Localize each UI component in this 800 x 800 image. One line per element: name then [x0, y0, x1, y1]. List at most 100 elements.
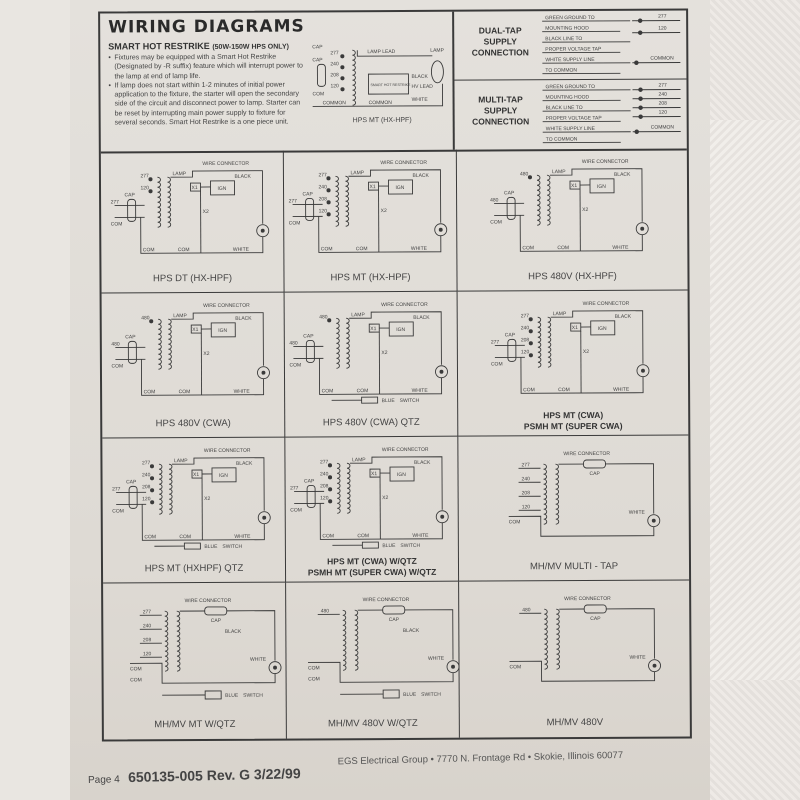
capacitor-icon: [306, 484, 316, 508]
tap-label: 208: [143, 637, 152, 643]
secondary-coil-icon: [556, 608, 560, 670]
tap-terminal: [326, 200, 331, 205]
instruction-line: BLACK LINE TO: [545, 36, 582, 42]
terminal-dot: [638, 87, 643, 92]
instruction-line: GREEN GROUND TO: [545, 84, 595, 90]
com-label: COM: [289, 220, 301, 226]
capacitor-icon: [127, 340, 137, 364]
transformer-coil-icon: [157, 176, 162, 228]
x1-label: X1: [571, 183, 577, 189]
title-line: DUAL-TAP: [478, 25, 522, 36]
secondary-coil-icon: [346, 317, 350, 369]
com-label: COM: [178, 247, 190, 253]
caption-line: HPS MT (CWA) W/QTZ: [327, 555, 417, 567]
wire: [141, 504, 265, 541]
wire: [226, 610, 276, 661]
black-wire-label: BLACK: [411, 74, 428, 80]
wire-connector-label: WIRE CONNECTOR: [203, 303, 250, 309]
tap-label: 120: [659, 110, 668, 116]
x1-label: X1: [370, 326, 376, 332]
terminal-dot: [638, 96, 643, 101]
tap-label: 277: [111, 199, 120, 205]
wire-connector-label: WIRE CONNECTOR: [382, 447, 429, 453]
com-label: COM: [144, 534, 156, 540]
wiring-diagram-frame: WIRING DIAGRAMS SMART HOT RESTRIKE (50W-…: [98, 8, 692, 742]
cap-label: CAP: [303, 191, 314, 197]
lamp-lead-label: LAMP LEAD: [367, 49, 395, 55]
com-label: COM: [356, 246, 368, 252]
black-wire-label: BLACK: [234, 174, 251, 180]
x1-label: X1: [192, 327, 198, 333]
white-wire-label: WHITE: [629, 510, 646, 516]
ignitor-label: IGN: [396, 327, 405, 333]
lamp-filament-icon: [439, 369, 444, 374]
ignitor-label: IGN: [597, 184, 606, 190]
capacitor-icon: [507, 338, 517, 362]
ignitor-box: [211, 467, 237, 483]
wire-connector-label: WIRE CONNECTOR: [564, 596, 611, 602]
wire-connector-label: WIRE CONNECTOR: [202, 161, 249, 167]
white-wire-label: WHITE: [629, 655, 646, 661]
lamp-label: LAMP: [352, 457, 366, 463]
tap-terminal: [150, 500, 155, 505]
wire-connector-label: WIRE CONNECTOR: [185, 598, 232, 604]
wire: [348, 169, 442, 223]
tap-label: 208: [142, 484, 151, 490]
tap-label: 277: [330, 50, 339, 56]
com-label: COM: [308, 676, 320, 682]
tap-label: 480: [490, 197, 499, 203]
com-label: COM: [290, 507, 302, 513]
instruction-line: MOUNTING HOOD: [545, 25, 589, 31]
tap-terminal: [328, 499, 333, 504]
caption-line: PSMH MT (SUPER CWA) W/QTZ: [307, 566, 437, 578]
black-wire-label: BLACK: [235, 316, 252, 322]
tap-terminal: [148, 177, 153, 182]
tap-terminal: [149, 319, 154, 324]
white-wire-label: WHITE: [428, 656, 445, 662]
tap-terminal: [150, 488, 155, 493]
common-label: COMMON: [323, 100, 347, 106]
tap-label: 120: [319, 208, 328, 214]
wire: [349, 456, 443, 510]
caption-line: MH/MV 480V W/QTZ: [327, 717, 418, 730]
ignitor-label: IGN: [396, 185, 405, 191]
white-wire-label: WHITE: [234, 389, 251, 395]
switch-box: [382, 689, 400, 699]
secondary-coil-icon: [168, 318, 172, 370]
lamp-filament-icon: [451, 664, 455, 669]
tap-label: 277: [143, 609, 152, 615]
ignitor-label: IGN: [397, 472, 406, 478]
tap-terminal: [328, 487, 333, 492]
com-label: COM: [321, 246, 333, 252]
transformer-coil-icon: [352, 49, 356, 106]
x2-label: X2: [381, 208, 387, 214]
transformer-coil-icon: [544, 608, 548, 670]
com-label: COM: [111, 363, 123, 369]
title-line: MULTI-TAP: [478, 94, 523, 105]
white-wire-label: WHITE: [233, 247, 250, 253]
secondary-coil-icon: [345, 175, 350, 227]
com-label: COM: [322, 533, 334, 539]
tap-terminal: [149, 464, 155, 469]
tap-terminal: [528, 341, 533, 346]
tap-label: 240: [319, 184, 328, 190]
caption-line: HPS DT (HX-HPF): [152, 272, 233, 285]
wire: [319, 503, 443, 540]
tap-label: 120: [521, 349, 530, 355]
black-wire-label: BLACK: [414, 460, 431, 466]
secondary-coil-icon: [346, 462, 351, 514]
ignitor-label: IGN: [218, 186, 227, 192]
